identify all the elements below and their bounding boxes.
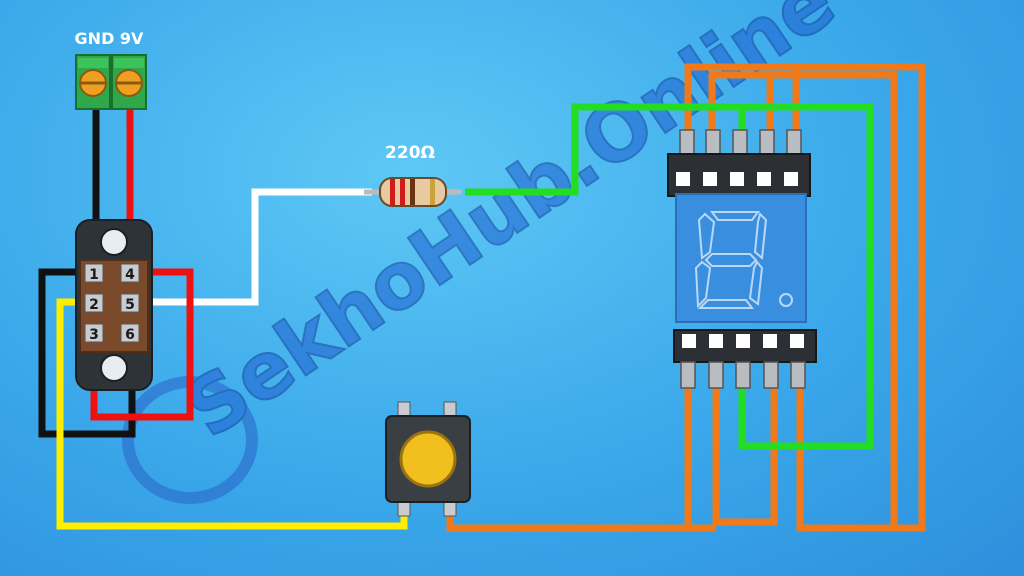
pin-number: 3: [89, 327, 99, 343]
dpdt-switch: 1 4 2 5 3 6: [75, 219, 153, 391]
pin-number: 2: [89, 297, 99, 313]
display-face: [675, 193, 807, 323]
green-wire: [465, 103, 874, 450]
resistor-label: 220Ω: [385, 143, 435, 163]
mount-hole-icon: [100, 228, 128, 256]
button-cap: [399, 430, 457, 488]
terminal-block: GND 9V: [75, 29, 147, 110]
pin-number: 1: [89, 267, 99, 283]
switch-pins: 1 4 2 5 3 6: [84, 263, 140, 343]
switch-pin: [120, 293, 140, 313]
switch-pin: [84, 293, 104, 313]
resistor: 220Ω: [364, 143, 462, 207]
switch-pin: [120, 323, 140, 343]
pin-number: 5: [125, 297, 135, 313]
pin-number: 4: [125, 267, 135, 283]
switch-pin: [84, 323, 104, 343]
red-wire-loop: [90, 268, 194, 421]
switch-pin: [120, 263, 140, 283]
display-bottom-pins: [680, 361, 806, 389]
mount-hole-icon: [100, 354, 128, 382]
wires: [38, 63, 926, 532]
display-top-pins: [679, 129, 802, 157]
segment-outline: [694, 211, 793, 309]
seven-segment-display: [667, 129, 817, 389]
pin-number: 6: [125, 327, 135, 343]
terminal-label: GND 9V: [75, 29, 145, 48]
white-wire: [140, 188, 372, 306]
push-button: [385, 401, 471, 517]
switch-pin: [84, 263, 104, 283]
yellow-wire: [56, 298, 408, 530]
